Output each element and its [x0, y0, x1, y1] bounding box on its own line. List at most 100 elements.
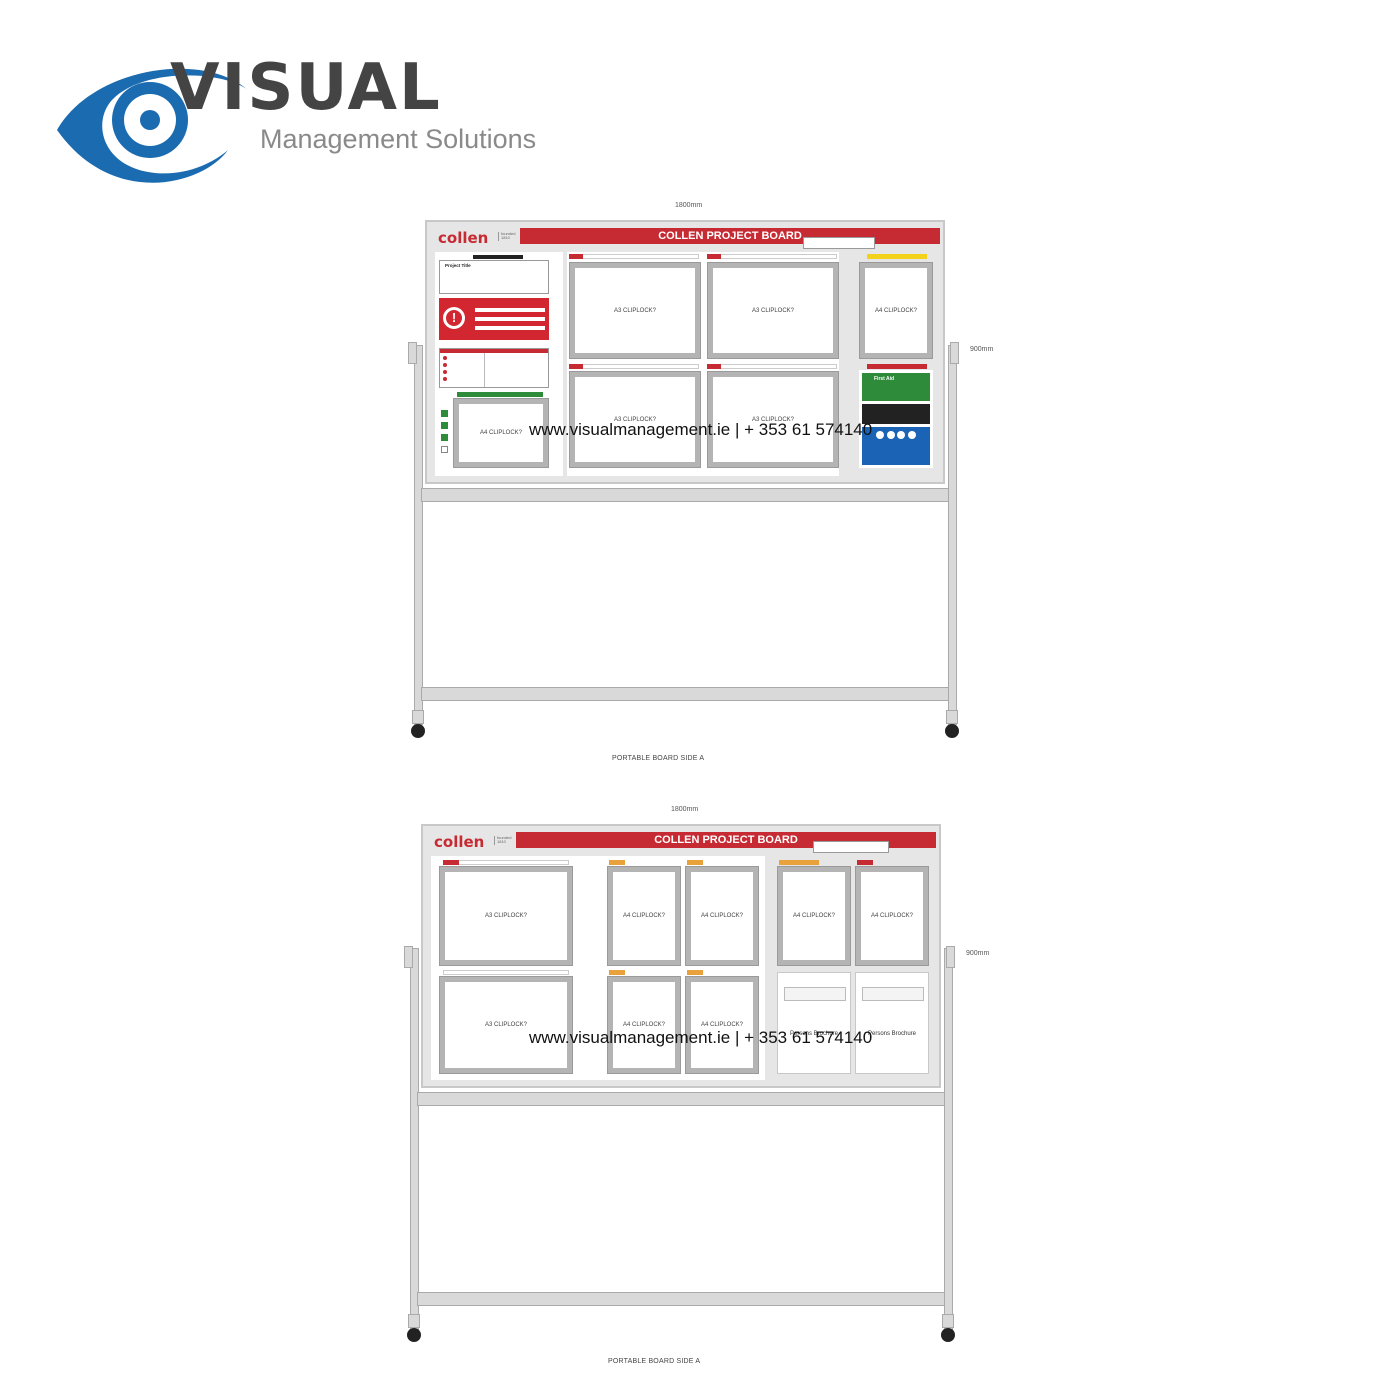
board-b-date-field: [813, 841, 889, 853]
board-b-tag-2: [609, 860, 625, 865]
board-b-right-wheel: [941, 1328, 955, 1342]
board-a-upper-rail: [421, 488, 949, 502]
board-b-a3-frame-1: A3 CLIPLOCK?: [439, 866, 573, 966]
board-b-a4-label-1: A4 CLIPLOCK?: [613, 872, 675, 960]
board-a-a3-label-4: A3 CLIPLOCK?: [713, 377, 833, 462]
board-b-a4-frame-5: A4 CLIPLOCK?: [777, 866, 851, 966]
board-b-brochure-holder-2: Persons Brochure: [855, 972, 929, 1074]
board-a-height-label: 900mm: [970, 346, 994, 353]
board-a-door-icon: [441, 422, 448, 429]
board-a-tagbar-2: [707, 254, 837, 259]
board-b-brochure-holder-1: Persons Brochure: [777, 972, 851, 1074]
board-a-list-icon: [441, 446, 448, 453]
board-a-first-aid-text: First Aid: [874, 376, 895, 382]
board-a-health-safety-tab: [867, 364, 927, 369]
board-a-risk-dot-3: [443, 370, 447, 374]
board-a-risk-divider: [484, 353, 485, 387]
board-a-a3-frame-4: A3 CLIPLOCK?: [707, 371, 839, 468]
board-a-tagbar-1: [569, 254, 699, 259]
board-a-caption: PORTABLE BOARD SIDE A: [612, 755, 705, 762]
board-b-a4-frame-1: A4 CLIPLOCK?: [607, 866, 681, 966]
board-a-risk-dot-4: [443, 377, 447, 381]
board-a-a3-frame-2: A3 CLIPLOCK?: [707, 262, 839, 359]
board-a-a4-portrait-label: A4 CLIPLOCK?: [865, 268, 927, 353]
board-a-emergency-line-2: [475, 317, 545, 321]
board-a-risk-table: [439, 348, 549, 388]
logo-subtitle: Management Solutions: [260, 124, 537, 154]
board-b-a4-label-5: A4 CLIPLOCK?: [783, 872, 845, 960]
board-a-tag-2: [707, 254, 721, 259]
board-b-tag-3: [687, 860, 703, 865]
board-b-left-post: [410, 948, 419, 1330]
board-a-risk-dot-1: [443, 356, 447, 360]
board-a-risk-table-header: [440, 349, 548, 353]
board-a-lower-rail: [421, 687, 949, 701]
board-a-a3-label-3: A3 CLIPLOCK?: [575, 377, 695, 462]
board-b-width-label: 1800mm: [671, 806, 699, 813]
board-a-ppe-sign: [862, 427, 930, 465]
board-b-brochure-label-1: Persons Brochure: [789, 1031, 839, 1037]
board-b-a4-label-3: A4 CLIPLOCK?: [613, 982, 675, 1068]
board-a-brand-small: founded 1810: [498, 231, 519, 241]
board-b-brochure-bin-2: [862, 987, 924, 1001]
board-a-plus-icon: [441, 410, 448, 417]
board-b-tag-7: [857, 860, 873, 865]
eye-logo-icon: [57, 68, 248, 183]
helmet-icon: [876, 431, 884, 439]
board-a-tag-3: [569, 364, 583, 369]
board-b-upper-rail: [417, 1092, 945, 1106]
board-a-watermark: www.visualmanagement.ie | + 353 61 57414…: [529, 420, 873, 439]
board-a-a3-label-1: A3 CLIPLOCK?: [575, 268, 695, 353]
board-a-a4-portrait-frame: A4 CLIPLOCK?: [859, 262, 933, 359]
board-a-title: COLLEN PROJECT BOARD: [520, 228, 940, 244]
board-b-brochure-label-2: Persons Brochure: [867, 1031, 917, 1037]
board-a-emergency-line-3: [475, 326, 545, 330]
board-b-caption: PORTABLE BOARD SIDE A: [608, 1358, 701, 1365]
board-b-lower-rail: [417, 1292, 945, 1306]
board-a: collen founded 1810 COLLEN PROJECT BOARD…: [425, 220, 945, 484]
vest-icon: [897, 431, 906, 439]
board-a-date-field: [803, 237, 875, 249]
board-b-right-post: [944, 948, 953, 1330]
logo-wordmark: VISUAL: [170, 51, 442, 125]
board-a-a3-frame-1: A3 CLIPLOCK?: [569, 262, 701, 359]
board-a-right-wheel: [945, 724, 959, 738]
board-a-ppe-icons: [876, 431, 916, 440]
board-a-first-aid-sign: First Aid: [862, 373, 930, 401]
board-a-cross-icon: [441, 434, 448, 441]
board-a-yellow-tab: [867, 254, 927, 259]
board-a-tagbar-4: [707, 364, 837, 369]
board-b-a4-label-4: A4 CLIPLOCK?: [691, 982, 753, 1068]
board-b-a4-frame-2: A4 CLIPLOCK?: [685, 866, 759, 966]
board-a-a3-frame-3: A3 CLIPLOCK?: [569, 371, 701, 468]
board-b-tagbar-2: [443, 970, 569, 975]
board-a-black-sign: [862, 404, 930, 424]
board-b-a4-frame-6: A4 CLIPLOCK?: [855, 866, 929, 966]
board-b-a3-label-1: A3 CLIPLOCK?: [445, 872, 567, 960]
board-b-a4-label-2: A4 CLIPLOCK?: [691, 872, 753, 960]
board-a-left-wheel: [411, 724, 425, 738]
board-a-width-label: 1800mm: [675, 202, 703, 209]
board-a-alert-icon: !: [443, 307, 465, 329]
boots-icon: [886, 431, 895, 439]
board-a-risk-dot-2: [443, 363, 447, 367]
board-b-brochure-bin-1: [784, 987, 846, 1001]
board-b-left-clamp: [404, 946, 413, 968]
board-b-tagbar-1: [443, 860, 569, 865]
board-b-left-wheel: [407, 1328, 421, 1342]
board-a-a4-landscape-frame: A4 CLIPLOCK?: [453, 398, 549, 468]
board-b-tag-4: [609, 970, 625, 975]
board-a-right-clamp: [950, 342, 959, 364]
board-b-height-label: 900mm: [966, 950, 990, 957]
board-a-left-post: [414, 345, 423, 725]
board-b: collen founded 1810 COLLEN PROJECT BOARD…: [421, 824, 941, 1088]
board-b-a4-label-6: A4 CLIPLOCK?: [861, 872, 923, 960]
board-a-project-title: Project Title: [445, 263, 471, 268]
board-b-tag-5: [687, 970, 703, 975]
board-a-a4-landscape-label: A4 CLIPLOCK?: [459, 404, 543, 462]
board-b-left-caster-mount: [408, 1314, 420, 1328]
board-a-a3-label-2: A3 CLIPLOCK?: [713, 268, 833, 353]
board-a-tagbar-3: [569, 364, 699, 369]
board-b-a3-label-2: A3 CLIPLOCK?: [445, 982, 567, 1068]
board-a-brand: collen: [438, 229, 489, 247]
